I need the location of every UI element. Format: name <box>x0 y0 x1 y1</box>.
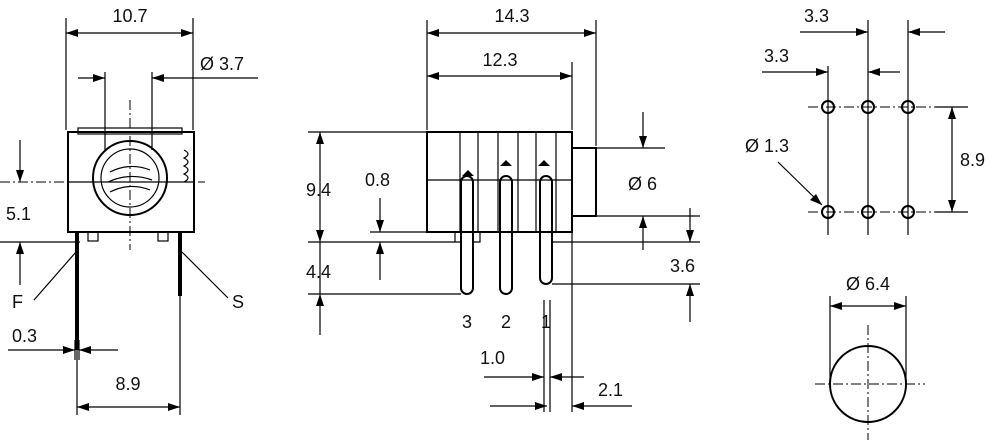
front-tab-right <box>157 231 169 242</box>
dim-pcb-hole-1-3: Ø 1.3 <box>745 136 789 156</box>
dim-8-9: 8.9 <box>115 374 140 394</box>
dim-cutout-6-4: Ø 6.4 <box>846 274 890 294</box>
label-s: S <box>232 292 244 312</box>
dim-3-6: 3.6 <box>670 256 695 276</box>
side-view: 14.3 12.3 9.4 0.8 4.4 Ø 6 <box>306 6 700 412</box>
side-pin-2 <box>499 175 513 295</box>
dim-0-3: 0.3 <box>12 326 37 346</box>
dim-9-4: 9.4 <box>306 180 331 200</box>
dim-thread-6: Ø 6 <box>628 174 657 194</box>
dim-pcb-3-3-mid: 3.3 <box>764 46 789 66</box>
dim-12-3: 12.3 <box>482 50 517 70</box>
pcb-hole <box>821 205 835 219</box>
front-pin-s <box>178 232 182 296</box>
label-f: F <box>12 292 23 312</box>
side-pin-1 <box>539 175 553 285</box>
dim-2-1: 2.1 <box>598 380 623 400</box>
pin-label-3: 3 <box>462 312 472 332</box>
front-view: 10.7 Ø 3.7 5.1 F S 0.3 <box>0 6 258 415</box>
pcb-hole <box>901 205 915 219</box>
side-pin-3 <box>460 175 474 295</box>
dim-14-3: 14.3 <box>494 6 529 26</box>
pin-label-1: 1 <box>541 312 551 332</box>
pcb-hole <box>821 100 835 114</box>
front-pin-f <box>75 232 79 350</box>
dim-5-1: 5.1 <box>6 204 31 224</box>
pcb-hole <box>861 100 875 114</box>
pcb-hole <box>861 205 875 219</box>
dim-pcb-3-3-top: 3.3 <box>804 6 829 26</box>
side-barrel <box>571 147 597 217</box>
dim-0-8: 0.8 <box>365 170 390 190</box>
panel-cutout: Ø 6.4 <box>815 274 925 440</box>
pcb-hole <box>901 100 915 114</box>
front-tab-left <box>87 231 99 242</box>
pin-label-2: 2 <box>501 312 511 332</box>
dim-10-7: 10.7 <box>112 6 147 26</box>
dim-4-4: 4.4 <box>306 262 331 282</box>
pcb-layout: 3.3 3.3 Ø 1.3 8.9 <box>745 6 985 235</box>
dim-1-0: 1.0 <box>480 348 505 368</box>
dim-pcb-8-9: 8.9 <box>960 150 985 170</box>
dim-hole-3-7: Ø 3.7 <box>200 54 244 74</box>
front-spring <box>182 149 189 183</box>
